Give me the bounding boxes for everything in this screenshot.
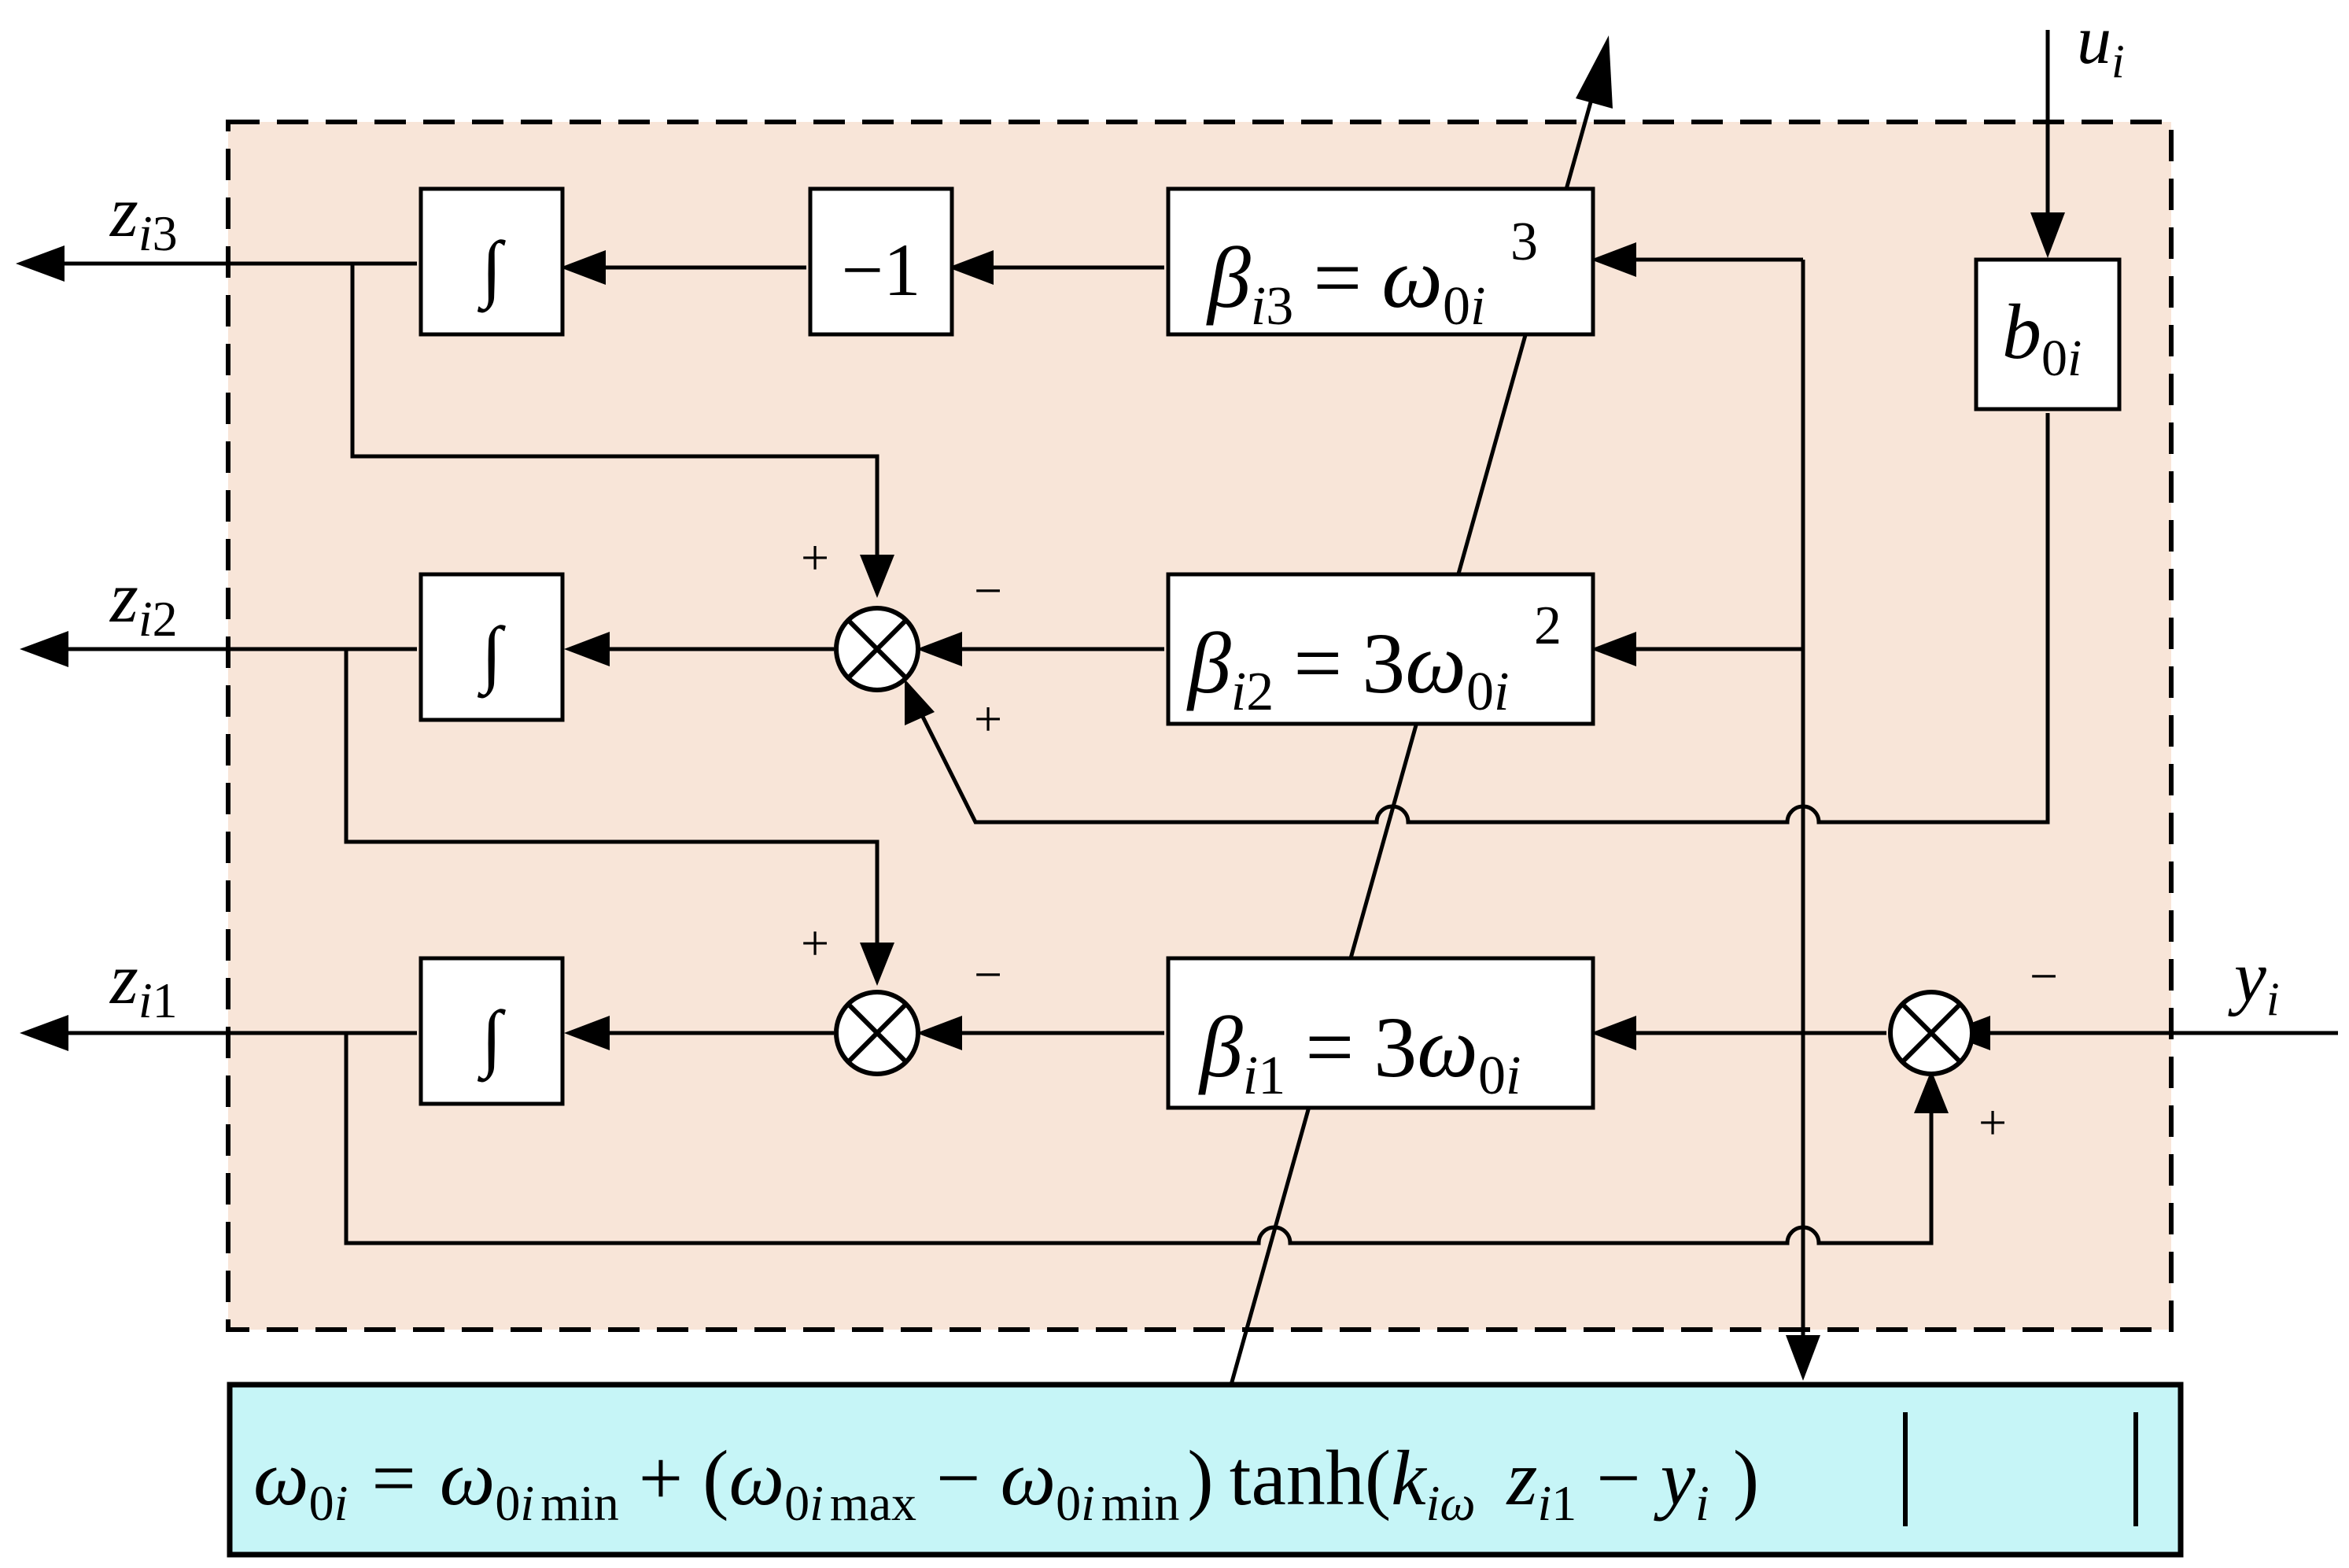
svg-text:−1: −1 — [841, 228, 920, 312]
output-z1-label: zi1 — [109, 939, 178, 1028]
svg-text:βi2=3ω0i: βi2=3ω0i — [1186, 615, 1509, 722]
svg-text:+: + — [801, 529, 829, 585]
signal-wires — [16, 30, 2338, 1385]
integrator-3: ∫ — [419, 186, 565, 337]
svg-text:βi1=3ω0i: βi1=3ω0i — [1198, 999, 1521, 1106]
svg-text:∫: ∫ — [478, 611, 506, 699]
output-z2-label: zi2 — [109, 557, 178, 647]
svg-text:∫: ∫ — [478, 226, 506, 313]
beta2-gain-block: βi2=3ω0i 2 — [1166, 572, 1595, 726]
sum-junction-1 — [834, 606, 920, 692]
formula-box — [227, 1382, 2184, 1558]
output-z3-label: zi3 — [109, 172, 178, 261]
input-u-label: ui — [2077, 2, 2125, 87]
integrator-1: ∫ — [419, 956, 565, 1106]
svg-text:βi3=ω0i: βi3=ω0i — [1206, 230, 1485, 337]
svg-text:−: − — [974, 563, 1002, 618]
input-y-label: yi — [2228, 936, 2280, 1025]
svg-text:+: + — [801, 915, 829, 971]
beta3-gain-block: βi3=ω0i 3 — [1166, 186, 1595, 337]
sum-signs: + − + + − − + — [801, 529, 2058, 1150]
error-sum-junction — [1888, 990, 1975, 1076]
negate-block: −1 — [808, 186, 954, 337]
integrator-2: ∫ — [419, 572, 565, 722]
svg-text:b0i: b0i — [2002, 288, 2082, 387]
svg-text:−: − — [974, 946, 1002, 1002]
svg-text:∫: ∫ — [478, 995, 506, 1083]
beta1-gain-block: βi1=3ω0i — [1166, 956, 1595, 1110]
b0-block: b0i — [1974, 257, 2122, 411]
svg-text:+: + — [974, 691, 1002, 747]
svg-text:+: + — [1978, 1094, 2007, 1150]
sum-junction-2 — [834, 990, 920, 1076]
svg-text:3: 3 — [1510, 212, 1538, 272]
svg-text:−: − — [2030, 948, 2058, 1004]
svg-text:2: 2 — [1534, 596, 1562, 656]
